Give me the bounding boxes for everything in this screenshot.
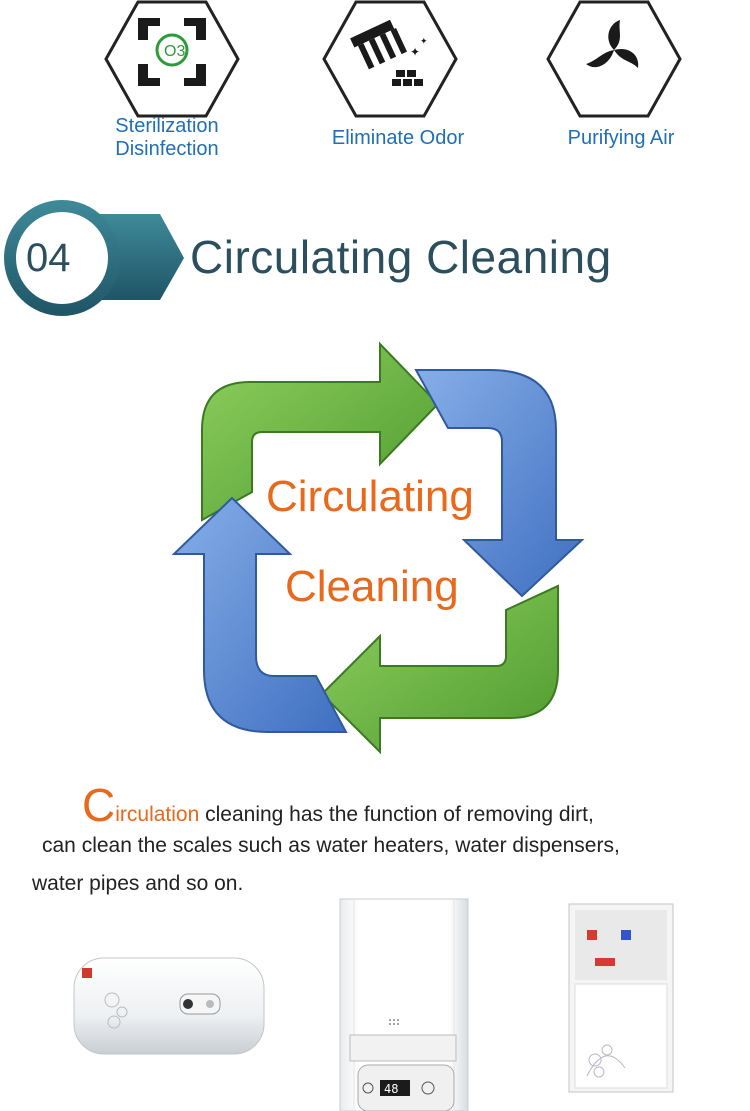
section-number: 04 — [26, 236, 71, 280]
shower-clean-icon: ✦ ✦ — [322, 0, 458, 118]
ozone-label: O3 — [164, 43, 185, 60]
description-line3: water pipes and so on. — [32, 872, 244, 895]
cycle-label-line2: Cleaning — [285, 562, 459, 611]
svg-text:✦: ✦ — [410, 45, 420, 59]
arrow-bottom-green — [320, 584, 559, 755]
fan-leaf-icon — [546, 0, 682, 118]
section-title: Circulating Cleaning — [190, 231, 612, 283]
water-dispenser-image — [568, 903, 674, 1093]
description-initial: C — [82, 779, 116, 831]
cycle-label-line1: Circulating — [266, 472, 474, 521]
feature-label-air: Purifying Air — [567, 127, 675, 149]
description-highlight: irculation — [115, 803, 200, 826]
ozone-icon: O3 — [104, 0, 240, 118]
description-line1: Circulation cleaning has the function of… — [82, 779, 594, 831]
feature-label-odor: Eliminate Odor — [331, 127, 465, 149]
description-line2: can clean the scales such as water heate… — [42, 834, 620, 857]
boiler-display: 48 — [384, 1082, 398, 1096]
wall-boiler-image: 48 — [339, 898, 469, 1111]
arrow-left-blue — [171, 496, 348, 733]
water-heater-image — [73, 957, 265, 1055]
section-number-badge — [4, 200, 184, 316]
arrow-top-green — [201, 341, 440, 522]
arrow-right-blue — [414, 369, 585, 598]
circulating-cycle-graphic — [171, 341, 585, 755]
feature-label-sterilization: Sterilization Disinfection — [115, 115, 219, 160]
svg-text:✦: ✦ — [420, 37, 428, 47]
